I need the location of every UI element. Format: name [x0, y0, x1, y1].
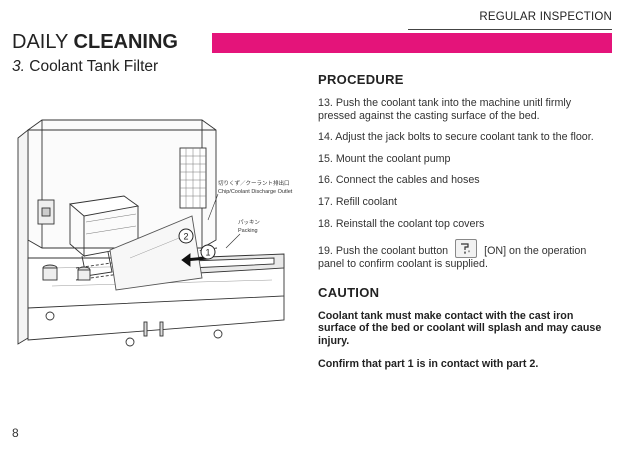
page-title: DAILY CLEANING — [12, 31, 178, 54]
procedure-step: 16. Connect the cables and hoses — [318, 174, 480, 187]
procedure-step-19: 19. Push the coolant button [ON] on the … — [318, 239, 608, 271]
step19-text-before: 19. Push the coolant button — [318, 245, 449, 258]
instructions-column: PROCEDURE 13. Push the coolant tank into… — [318, 72, 608, 380]
header-rule — [408, 29, 612, 30]
outlet-label-jp: 切りくず／クーラント排出口 — [218, 179, 290, 187]
procedure-heading: PROCEDURE — [318, 72, 404, 87]
subtitle-number: 3. — [12, 58, 25, 75]
caution-heading: CAUTION — [318, 284, 380, 300]
section-label: REGULAR INSPECTION — [479, 11, 612, 23]
subtitle-text: Coolant Tank Filter — [29, 58, 159, 75]
packing-label-jp: パッキン — [238, 219, 260, 226]
packing-label: Packing — [238, 228, 258, 234]
callout-2: 2 — [183, 232, 188, 242]
callout-1: 1 — [205, 248, 210, 258]
accent-bar — [212, 33, 612, 53]
coolant-tank-illustration: 2 1 切りくず／クーラント排出口 Chip/Coolant Discharge… — [17, 119, 293, 347]
coolant-button-icon — [455, 239, 478, 259]
outlet-label: Chip/Coolant Discharge Outlet — [218, 189, 293, 195]
procedure-step: 18. Reinstall the coolant top covers — [318, 217, 485, 230]
procedure-step: 14. Adjust the jack bolts to secure cool… — [318, 131, 594, 144]
title-bold: CLEANING — [73, 31, 178, 53]
procedure-step: 13. Push the coolant tank into the machi… — [318, 97, 572, 122]
page-number: 8 — [12, 426, 19, 440]
procedure-step: 15. Mount the coolant pump — [318, 152, 451, 165]
subtitle: 3. Coolant Tank Filter — [12, 58, 158, 76]
procedure-step: 17. Refill coolant — [318, 195, 398, 208]
title-light: DAILY — [12, 31, 68, 53]
caution-text-2: Confirm that part 1 is in contact with p… — [318, 357, 539, 370]
step19-text-after: [ON] on the operation panel to confirm c… — [318, 245, 587, 271]
caution-text-1: Coolant tank must make contact with the … — [318, 309, 602, 347]
